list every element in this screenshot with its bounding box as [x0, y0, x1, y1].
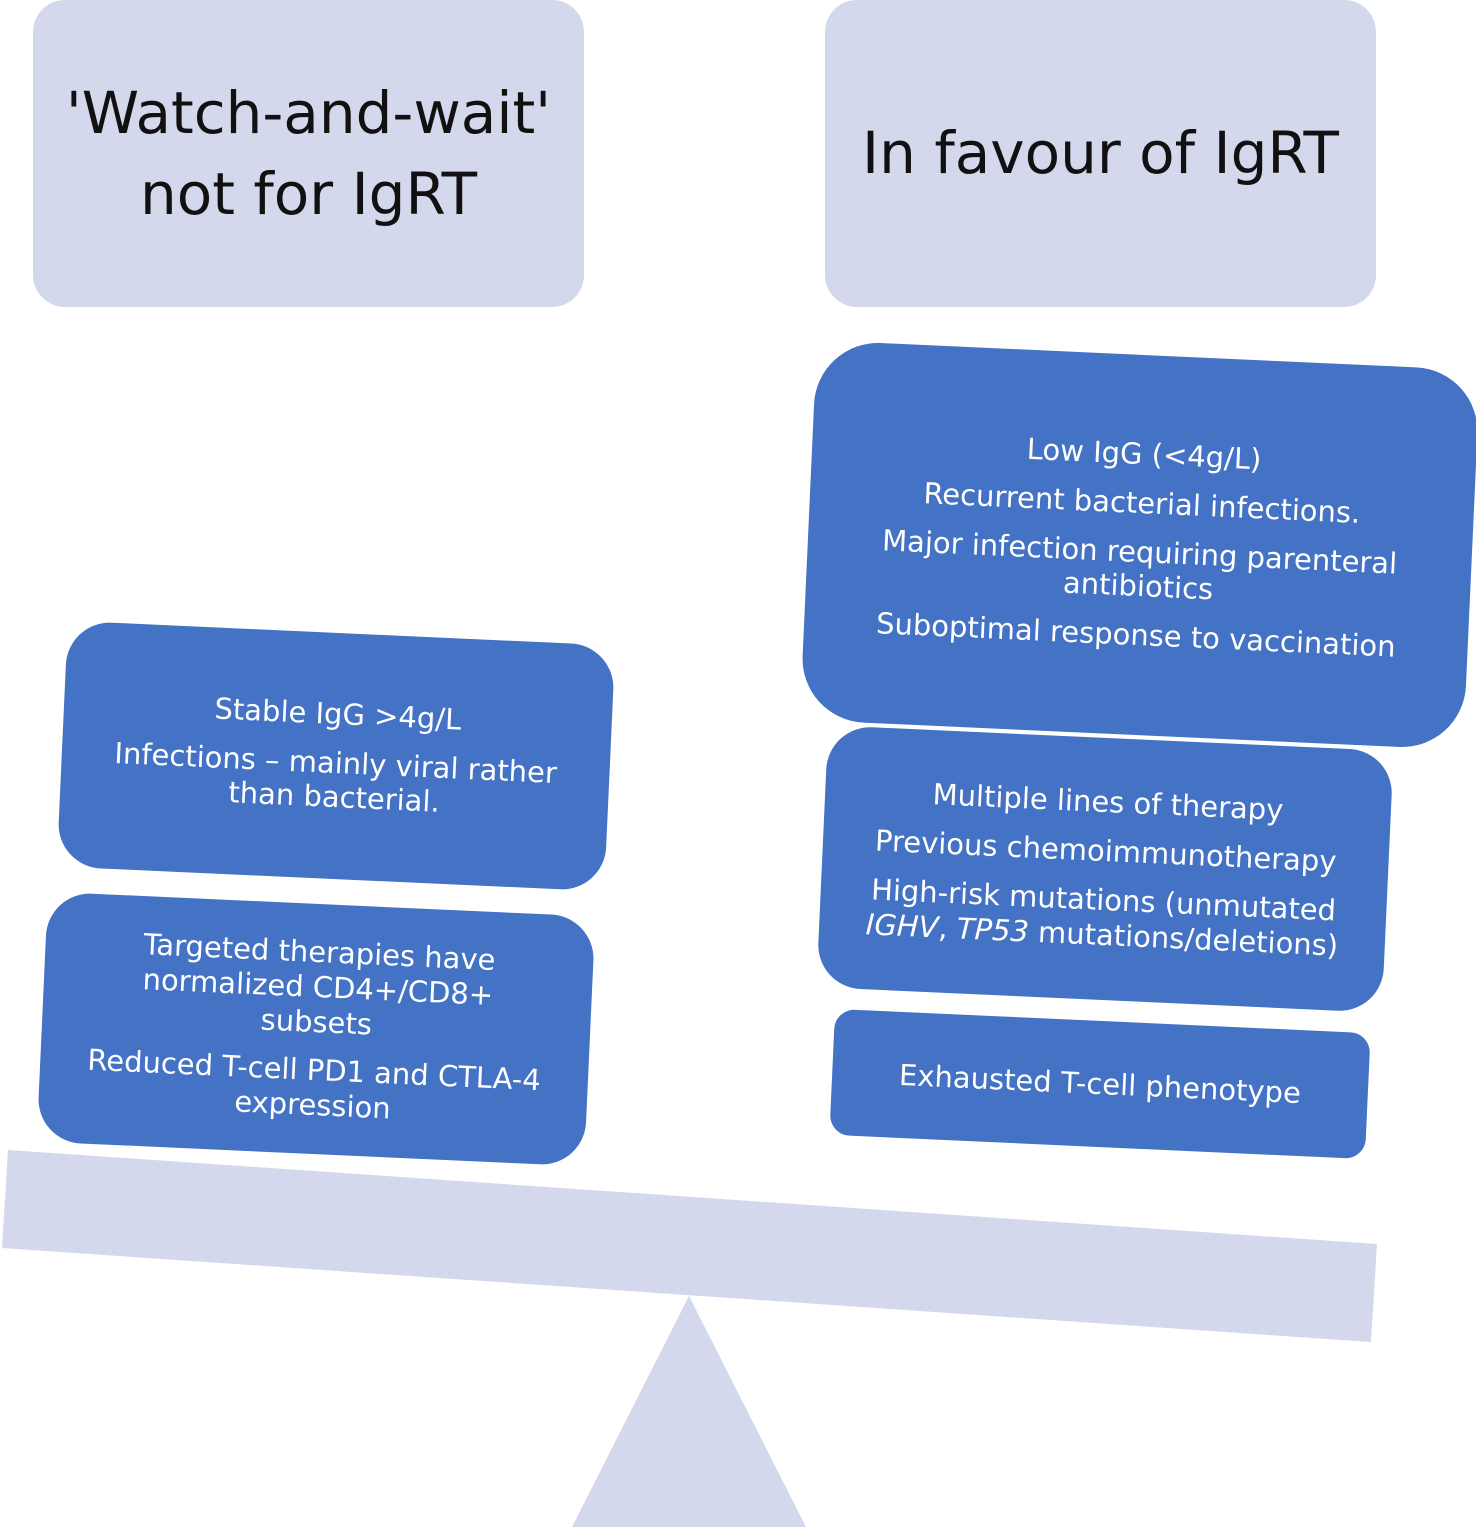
right-card-therapy-history: Multiple lines of therapy Previous chemo… [816, 725, 1394, 1013]
right-card-exhausted-t-cell: Exhausted T-cell phenotype [829, 1008, 1371, 1160]
left-card-item: Reduced T-cell PD1 and CTLA-4 expression [86, 1043, 542, 1126]
left-card-item: Stable IgG >4g/L [213, 691, 462, 737]
right-card-item: Low IgG (<4g/L) [1026, 431, 1263, 477]
scale-fulcrum [572, 1296, 806, 1527]
watch-and-wait-header-line1: 'Watch-and-wait' [65, 79, 552, 148]
left-card-stable-igg: Stable IgG >4g/L Infections – mainly vir… [56, 620, 616, 892]
right-card-item: Recurrent bacterial infections. [922, 475, 1362, 530]
right-card-item: Exhausted T-cell phenotype [898, 1057, 1302, 1110]
gene-ighv: IGHV [865, 907, 940, 945]
in-favour-header-title: In favour of IgRT [862, 119, 1339, 188]
right-card-low-igg: Low IgG (<4g/L) Recurrent bacterial infe… [799, 340, 1476, 750]
mutation-middle: , [937, 910, 958, 946]
watch-and-wait-header: 'Watch-and-wait' not for IgRT [33, 0, 584, 307]
right-card-item: Major infection requiring parenteral ant… [881, 522, 1398, 607]
in-favour-header: In favour of IgRT [825, 0, 1376, 307]
right-card-item: Previous chemoimmunotherapy [874, 823, 1338, 879]
watch-and-wait-header-line2: not for IgRT [139, 159, 478, 228]
right-card-item: Multiple lines of therapy [931, 777, 1285, 828]
left-card-item: Infections – mainly viral rather than ba… [113, 735, 558, 820]
left-card-targeted-therapies: Targeted therapies have normalized CD4+/… [36, 891, 596, 1167]
scale-beam [2, 1150, 1377, 1342]
right-card-item: Suboptimal response to vaccination [875, 606, 1397, 664]
gene-tp53: TP53 [956, 911, 1030, 949]
right-card-mutation-item: High-risk mutations (unmutated IGHV, TP5… [842, 871, 1363, 964]
left-card-item: Targeted therapies have normalized CD4+/… [141, 927, 497, 1042]
